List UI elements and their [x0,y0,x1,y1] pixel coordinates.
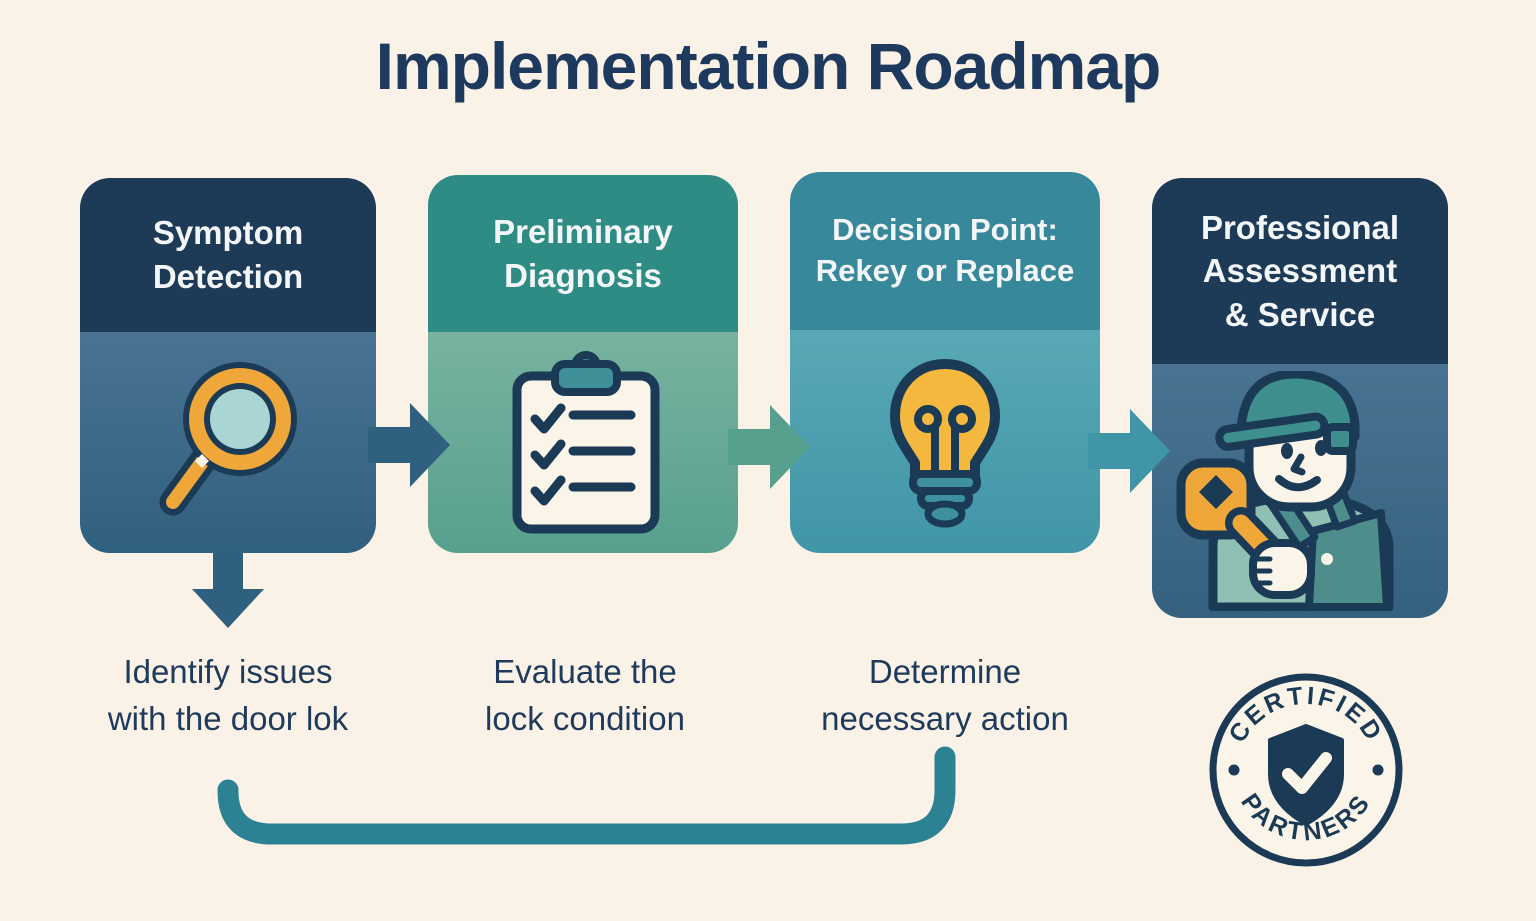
step-4-header: Professional Assessment & Service [1152,178,1448,364]
lightbulb-icon [890,358,1000,527]
clipboard-checklist-icon [512,351,660,534]
step-1-caption: Identify issues with the door lok [107,653,349,738]
step-3-body [790,330,1100,553]
step-2-body [428,332,738,553]
arrow-right-icon [728,405,810,489]
step-2-caption: Evaluate the lock condition [485,653,685,738]
shield-check-icon [1268,724,1344,826]
step-card-symptom-detection: Symptom Detection [80,178,376,553]
technician-with-key-icon [1176,371,1394,611]
step-3-header: Decision Point: Rekey or Replace [790,172,1100,330]
step-card-professional-assessment: Professional Assessment & Service [1152,178,1448,618]
arrow-right-icon [368,403,450,487]
arrow-down-icon [192,551,264,628]
step-3-caption: Determine necessary action [821,653,1069,738]
step-4-body [1152,364,1448,618]
step-2-header: Preliminary Diagnosis [428,175,738,332]
step-card-decision-point: Decision Point: Rekey or Replace [790,172,1100,553]
page-title: Implementation Roadmap [375,29,1162,103]
badge-dot-right [1372,764,1384,776]
arrow-right-icon [1088,409,1170,493]
step-card-preliminary-diagnosis: Preliminary Diagnosis [428,175,738,553]
step-1-body [80,332,376,553]
badge-dot-left [1228,764,1240,776]
step-1-header: Symptom Detection [80,178,376,332]
certified-partners-badge: CERTIFIED PARTNERS [1209,673,1403,867]
magnifier-icon [159,361,297,515]
